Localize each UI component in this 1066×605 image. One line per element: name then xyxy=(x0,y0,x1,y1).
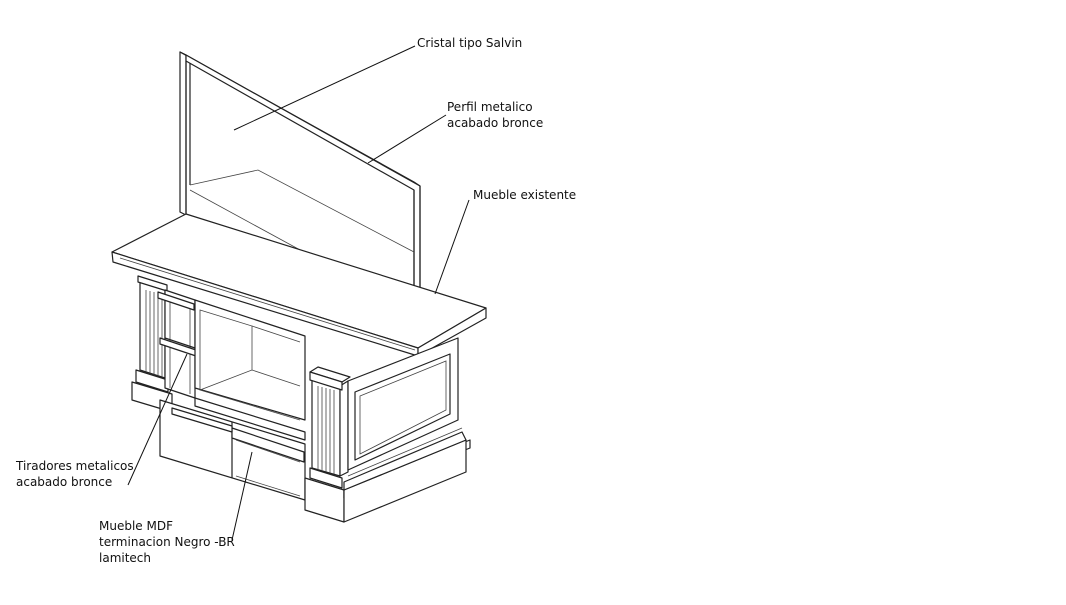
label-cristal-line-1: Cristal tipo Salvin xyxy=(417,36,522,50)
left-door-panel xyxy=(157,289,197,399)
label-mueble-mdf-line-1: Mueble MDF xyxy=(99,519,173,533)
label-cristal: Cristal tipo Salvin xyxy=(417,36,522,50)
label-mueble-existente: Mueble existente xyxy=(473,188,576,202)
leader-perfil xyxy=(367,114,447,164)
label-tiradores: Tiradores metalicos acabado bronce xyxy=(15,459,137,489)
leader-lines xyxy=(127,45,470,541)
leader-cristal xyxy=(233,45,416,131)
label-perfil: Perfil metalico acabado bronce xyxy=(447,100,543,130)
label-tiradores-line-2: acabado bronce xyxy=(16,475,112,489)
leader-mueble-mdf xyxy=(231,451,253,541)
label-mueble-existente-line-1: Mueble existente xyxy=(473,188,576,202)
leader-tiradores xyxy=(127,353,188,486)
label-perfil-line-1: Perfil metalico xyxy=(447,100,533,114)
label-mueble-mdf-line-2: terminacion Negro -BR xyxy=(99,535,235,549)
label-tiradores-line-1: Tiradores metalicos xyxy=(15,459,134,473)
central-opening xyxy=(194,299,306,441)
side-panel xyxy=(343,337,467,523)
label-mueble-mdf-line-3: lamitech xyxy=(99,551,151,565)
label-mueble-mdf: Mueble MDF terminacion Negro -BR lamitec… xyxy=(99,519,239,565)
leader-mueble-existente xyxy=(434,199,470,295)
left-pilaster xyxy=(131,275,173,413)
label-perfil-line-2: acabado bronce xyxy=(447,116,543,130)
counter-top xyxy=(111,213,487,357)
